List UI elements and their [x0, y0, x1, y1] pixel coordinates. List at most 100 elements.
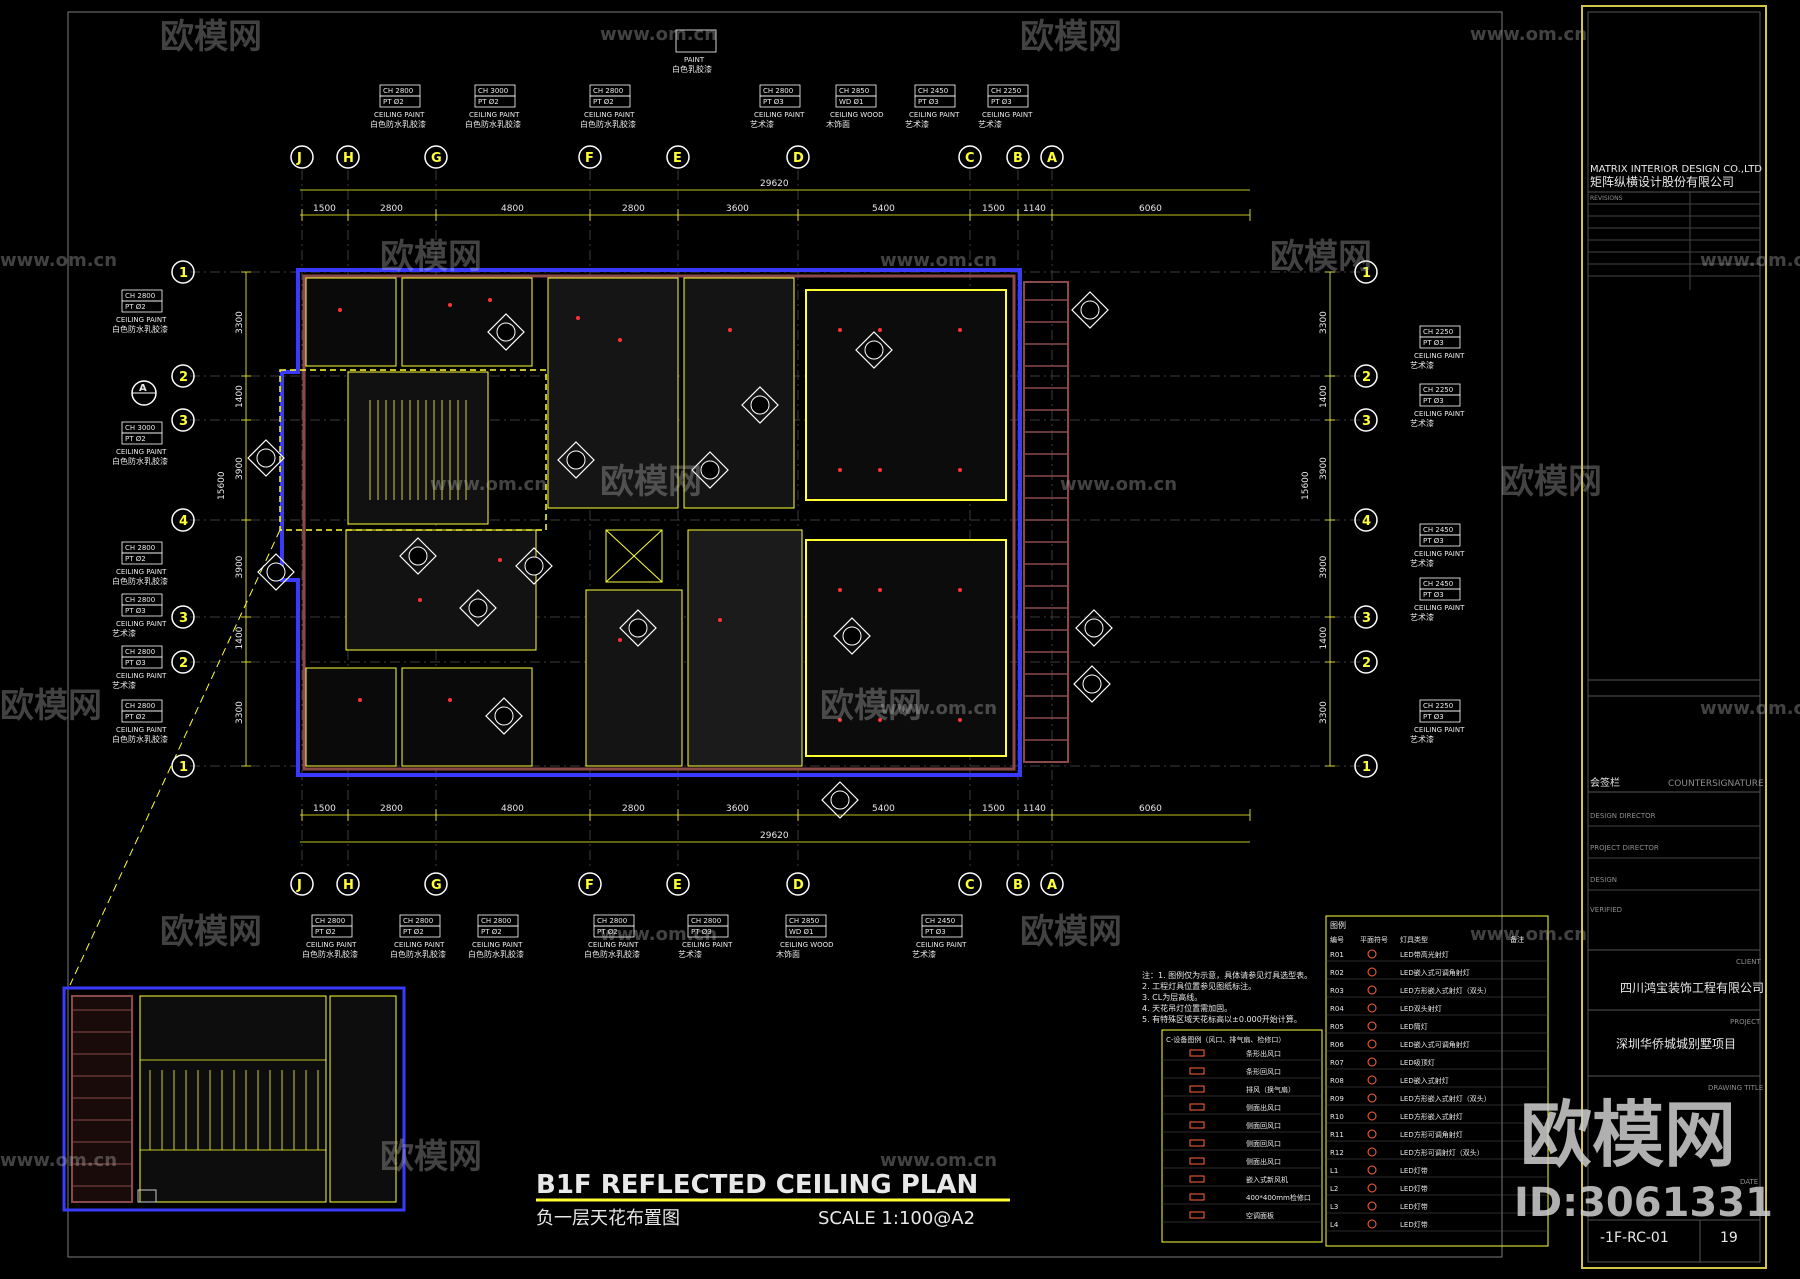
watermark-brand: 欧模网 — [160, 912, 262, 952]
room-center-bottom — [585, 589, 683, 767]
grid-label: J — [296, 151, 302, 166]
light-dot — [448, 698, 452, 702]
grid-label: H — [343, 878, 354, 893]
finish-tag-ch: CH 2800 — [597, 917, 627, 925]
detail-callout-circle — [1084, 618, 1104, 638]
legend-desc: LED带高光射灯 — [1400, 950, 1449, 959]
finish-tag-en: CEILING PAINT — [1414, 726, 1465, 734]
legend-symbol — [1367, 1093, 1377, 1103]
equip-symbol — [1189, 1193, 1205, 1201]
grid-bubble-h — [336, 872, 360, 896]
date-label: DATE — [1740, 1178, 1758, 1186]
finish-tag-ch: CH 3000 — [478, 87, 508, 95]
finish-tag-en: CEILING PAINT — [469, 111, 520, 119]
detail-callout-circle — [266, 562, 286, 582]
grid-bubble-d — [786, 145, 810, 169]
watermark-id-text: ID:3061331 — [1514, 1180, 1773, 1226]
finish-tag-box — [1419, 336, 1461, 349]
finish-tag-pt: PT Ø2 — [597, 928, 618, 936]
grid-bubble-row — [1354, 605, 1378, 629]
legend-desc: LED筒灯 — [1400, 1022, 1428, 1031]
finish-tag-en: CEILING PAINT — [588, 941, 639, 949]
finish-tag-en: CEILING PAINT — [982, 111, 1033, 119]
detail-callout-circle — [468, 598, 488, 618]
watermark-brand: 欧模网 — [380, 1137, 482, 1177]
finish-tag-box — [589, 95, 631, 108]
grid-bubble-d — [786, 872, 810, 896]
equip-symbol — [1189, 1211, 1205, 1219]
finish-tag-en: CEILING PAINT — [916, 941, 967, 949]
paint-tag-cn: 白色乳胶漆 — [672, 64, 712, 74]
sheet-border — [67, 11, 1503, 1258]
drawing-title-en: B1F REFLECTED CEILING PLAN — [536, 1170, 978, 1200]
legend-desc: LED双头射灯 — [1400, 1004, 1442, 1013]
detail-inset — [62, 986, 406, 1212]
finish-tag-pt: PT Ø3 — [925, 928, 946, 936]
legend-symbol — [1367, 1165, 1377, 1175]
finish-tag-cn: 白色防水乳胶漆 — [468, 949, 524, 959]
finish-tag-cn: 白色防水乳胶漆 — [465, 119, 521, 129]
finish-tag-cn: 白色防水乳胶漆 — [370, 119, 426, 129]
legend-code: R06 — [1330, 1041, 1344, 1049]
finish-tag-cn: 白色防水乳胶漆 — [112, 576, 168, 586]
finish-tag-box — [1419, 588, 1461, 601]
dim-text-v: 3300 — [1319, 311, 1329, 334]
overall-dim-text-v: 15600 — [217, 471, 227, 500]
title-block: MATRIX INTERIOR DESIGN CO.,LTD 矩阵纵横设计股份有… — [1581, 5, 1767, 1269]
watermark-brand: 欧模网 — [1500, 462, 1602, 502]
legend-code: R05 — [1330, 1023, 1344, 1031]
legend-code: L3 — [1330, 1203, 1338, 1211]
legend-col-header: 平面符号 — [1360, 935, 1388, 944]
dim-text-v: 3900 — [235, 555, 245, 578]
drawing-title-cn: 负一层天花布置图 — [536, 1208, 680, 1229]
finish-tag-ch: CH 2800 — [383, 87, 413, 95]
finish-tag-cn: 白色防水乳胶漆 — [302, 949, 358, 959]
room-bottom-left-1 — [305, 667, 397, 767]
finish-tag-cn: 艺术漆 — [1410, 734, 1434, 744]
finish-tag-ch: CH 2800 — [763, 87, 793, 95]
grid-label: G — [431, 151, 442, 166]
equip-row-text: 400*400mm检修口 — [1246, 1193, 1311, 1202]
right-corridor — [1023, 281, 1069, 763]
dim-text: 4800 — [501, 204, 524, 214]
paint-tag-box — [675, 29, 717, 53]
legend-desc: LED吸顶灯 — [1400, 1058, 1435, 1067]
grid-bubble-row — [1354, 754, 1378, 778]
finish-tag-box — [121, 710, 163, 723]
finish-tag-pt: PT Ø3 — [763, 98, 784, 106]
legend-code: L4 — [1330, 1221, 1339, 1229]
legend-desc: LED方形可调射灯（双头） — [1400, 1148, 1484, 1157]
watermark-site: www.om.cn — [880, 1150, 997, 1171]
grid-label-row: 3 — [179, 611, 188, 626]
grid-label: A — [1047, 878, 1057, 893]
finish-tag-cn: 白色防水乳胶漆 — [112, 456, 168, 466]
finish-tag-box — [987, 95, 1029, 108]
dim-text-v: 3300 — [235, 701, 245, 724]
finish-tag-ch: CH 2800 — [691, 917, 721, 925]
finish-tag-en: CEILING PAINT — [116, 620, 167, 628]
finish-tag-ch: CH 2450 — [1423, 580, 1453, 588]
detail-callout-circle — [628, 618, 648, 638]
room-top-left-2 — [401, 277, 533, 367]
grid-label: B — [1013, 151, 1023, 166]
legend-code: R08 — [1330, 1077, 1344, 1085]
legend-desc: LED灯带 — [1400, 1184, 1428, 1193]
drawing-title-block: B1F REFLECTED CEILING PLAN 负一层天花布置图 SCAL… — [536, 1170, 1010, 1229]
finish-tag-en: CEILING WOOD — [830, 111, 884, 119]
finish-tag-box — [593, 925, 635, 938]
client-label: CLIENT — [1736, 958, 1762, 966]
project-name: 深圳华侨城城别墅项目 — [1616, 1037, 1736, 1051]
light-fixtures — [338, 298, 962, 722]
legend-code: L1 — [1330, 1167, 1338, 1175]
grid-bubble-row — [1354, 508, 1378, 532]
legend-symbol — [1367, 1183, 1377, 1193]
legend-desc: LED方形嵌入式射灯（双头） — [1400, 1094, 1491, 1103]
grid-label-row: 3 — [1362, 611, 1371, 626]
detail-callout — [1071, 291, 1109, 329]
grid-label: C — [965, 151, 975, 166]
finish-tag-ch: CH 2850 — [789, 917, 819, 925]
company-cn: 矩阵纵横设计股份有限公司 — [1590, 175, 1734, 189]
